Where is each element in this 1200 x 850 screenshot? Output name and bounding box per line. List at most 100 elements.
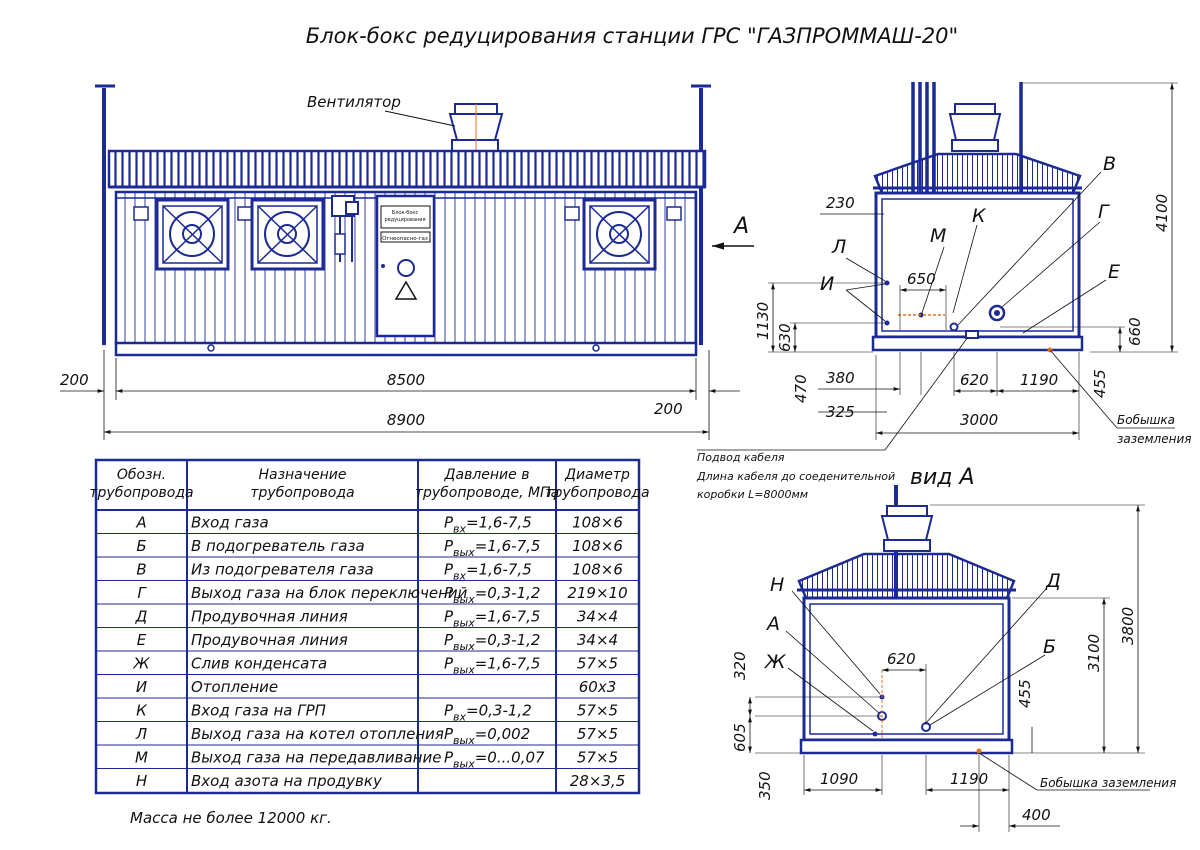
door: Блок-бокс редуцирования Огнеопасно-газ xyxy=(375,194,436,338)
label-N: Н xyxy=(770,574,784,596)
table-cell-code: Д xyxy=(135,608,148,626)
table-cell-purpose: Продувочная линия xyxy=(191,631,348,649)
window-1 xyxy=(155,198,230,271)
cable-notes: Подвод кабеля Длина кабеля до соеденител… xyxy=(696,336,969,501)
table-cell-pressure: Pвх=0,3-1,2 xyxy=(444,702,532,724)
vent-louver-1 xyxy=(133,206,149,221)
table-cell-pressure: Pвых=1,6-7,5 xyxy=(444,655,540,677)
dim-605: 605 xyxy=(731,723,749,752)
dim-350: 350 xyxy=(756,771,774,800)
table-cell-diameter: 108×6 xyxy=(572,537,623,555)
roof xyxy=(107,149,707,189)
hazard-triangle-icon xyxy=(394,280,418,300)
pipe-end-I xyxy=(884,320,890,326)
label-I: И xyxy=(820,273,834,295)
table-cell-purpose: Выход газа на котел отопления xyxy=(191,725,444,743)
table-cell-code: Е xyxy=(137,631,147,649)
base-frame xyxy=(114,341,698,357)
table-cell-pressure: Pвх=1,6-7,5 xyxy=(444,514,532,536)
table-header: трубопроводе, МПа xyxy=(415,485,559,501)
table-cell-purpose: В подогреватель газа xyxy=(191,537,365,555)
vent-louver-4 xyxy=(666,206,682,221)
dim-1090: 1090 xyxy=(820,770,858,788)
table-cell-code: Г xyxy=(137,584,147,602)
table-cell-code: Л xyxy=(135,725,147,743)
table-cell-pressure: Pвых=0...0,07 xyxy=(444,749,545,771)
ground-boss-right xyxy=(592,344,600,352)
table-cell-purpose: Выход газа на передавливание xyxy=(191,749,441,767)
door-handle-icon xyxy=(381,264,385,268)
label-M: М xyxy=(930,225,946,247)
label-V: В xyxy=(1103,153,1116,175)
label-D: Д xyxy=(1045,570,1061,592)
cable-note-line1: Подвод кабеля xyxy=(697,451,785,464)
dim-3100: 3100 xyxy=(1085,634,1103,672)
dim-4100: 4100 xyxy=(1153,194,1171,232)
dim-8900: 8900 xyxy=(387,411,425,429)
table-cell-pressure: Pвых=0,002 xyxy=(444,725,530,747)
dim-380: 380 xyxy=(826,369,855,387)
side-grounding-line2: заземления xyxy=(1117,432,1191,446)
table-header: трубопровода xyxy=(89,485,193,501)
label-A: А xyxy=(765,613,780,635)
lightning-rod-left xyxy=(95,84,115,345)
table-cell-diameter: 57×5 xyxy=(577,655,618,673)
table-cell-pressure: Pвых=1,6-7,5 xyxy=(444,608,540,630)
table-cell-purpose: Слив конденсата xyxy=(191,655,327,673)
table-header: Давление в xyxy=(444,467,530,483)
dim-1190-side: 1190 xyxy=(1020,371,1058,389)
door-sign-line1: Блок-бокс xyxy=(392,210,419,216)
label-G: Г xyxy=(1098,201,1110,223)
table-cell-diameter: 28×3,5 xyxy=(570,772,626,790)
side-view: В К М Г Е Л И 230 650 1130 630 660 xyxy=(754,82,1191,446)
dim-1190-view-a: 1190 xyxy=(950,770,988,788)
dim-620-view-a: 620 xyxy=(887,650,916,668)
cable-note-line3: коробки L=8000мм xyxy=(697,488,808,501)
table-cell-code: А xyxy=(135,514,146,532)
table-cell-purpose: Вход азота на продувку xyxy=(191,772,383,790)
view-a: вид А Н А Ж Д Б 620 xyxy=(731,465,1176,832)
dim-470: 470 xyxy=(792,374,810,403)
table-header: трубопровода xyxy=(545,485,649,501)
table-cell-code: Б xyxy=(136,537,146,555)
fan-label: Вентилятор xyxy=(307,93,401,111)
dim-455-view-a: 455 xyxy=(1016,679,1034,708)
table-header: трубопровода xyxy=(250,485,354,501)
dim-650: 650 xyxy=(907,270,936,288)
table-cell-pressure: Pвых=1,6-7,5 xyxy=(444,537,540,559)
table-cell-purpose: Вход газа на ГРП xyxy=(191,702,326,720)
door-sign-line3: Огнеопасно-газ xyxy=(382,236,428,242)
dim-8500: 8500 xyxy=(387,371,425,389)
table-cell-diameter: 34×4 xyxy=(577,631,618,649)
warning-sign-icon xyxy=(397,259,415,277)
pipe-table: Обозн. трубопровода Назначение трубопровода… xyxy=(89,458,650,795)
door-sign-line2: редуцирования xyxy=(384,217,425,223)
cable-box xyxy=(965,330,979,339)
table-cell-purpose: Вход газа xyxy=(191,514,269,532)
dim-230: 230 xyxy=(826,194,855,212)
fan-icon xyxy=(448,103,504,152)
table-cell-pressure: Pвх=1,6-7,5 xyxy=(444,561,532,583)
table-cell-pressure: Pвых=0,3-1,2 xyxy=(444,584,540,606)
dim-3000: 3000 xyxy=(960,411,998,429)
dim-320: 320 xyxy=(731,651,749,680)
table-cell-code: И xyxy=(136,678,147,696)
dim-3800: 3800 xyxy=(1119,607,1137,645)
label-K: К xyxy=(972,205,987,227)
label-E: Е xyxy=(1108,261,1120,283)
dim-455-side: 455 xyxy=(1091,369,1109,398)
table-cell-code: Н xyxy=(136,772,147,790)
window-3 xyxy=(582,198,657,271)
gas-equipment xyxy=(331,195,359,262)
table-header: Диаметр xyxy=(564,467,630,483)
table-cell-diameter: 57×5 xyxy=(577,725,618,743)
vent-louver-3 xyxy=(564,206,580,221)
table-cell-pressure: Pвых=0,3-1,2 xyxy=(444,631,540,653)
table-header: Назначение xyxy=(258,467,346,483)
table-cell-purpose: Отопление xyxy=(191,678,278,696)
table-cell-code: К xyxy=(136,702,148,720)
dim-200-right: 200 xyxy=(654,400,683,418)
dim-630: 630 xyxy=(776,323,794,352)
dim-325: 325 xyxy=(826,403,855,421)
table-header: Обозн. xyxy=(117,467,166,483)
